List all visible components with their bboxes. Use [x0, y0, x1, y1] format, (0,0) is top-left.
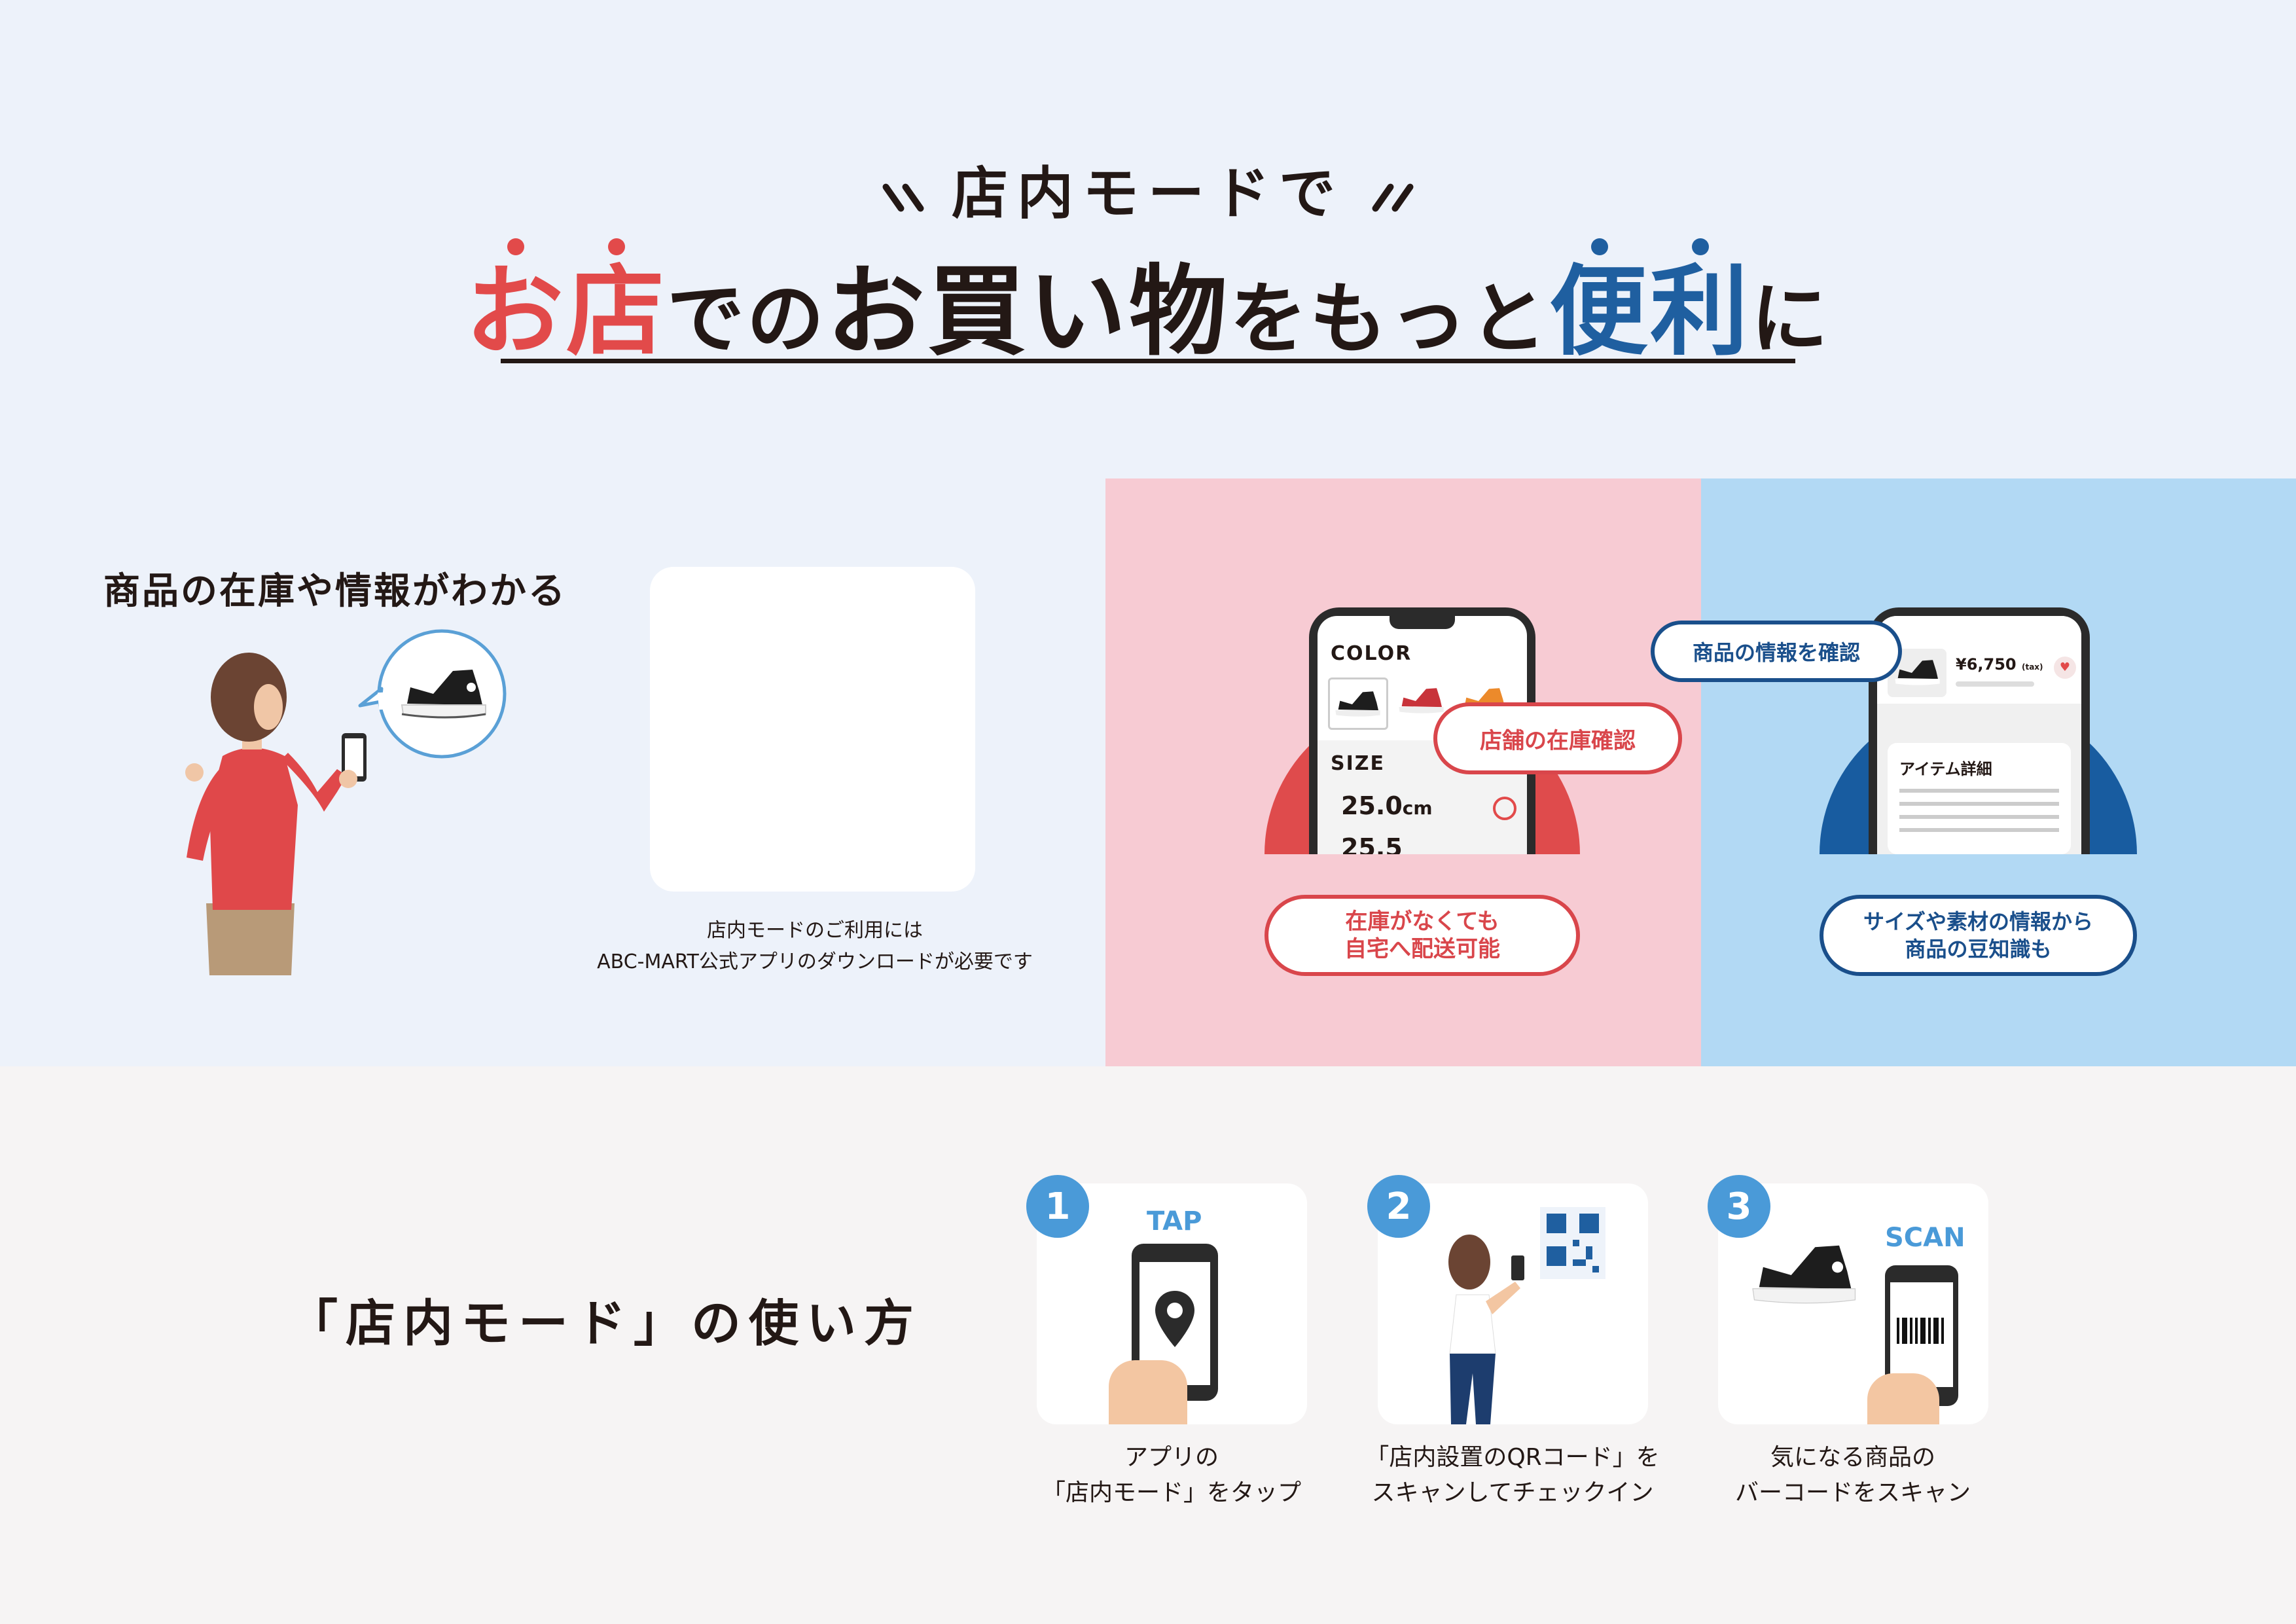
- price-text: ¥6,750 (tax): [1956, 655, 2043, 674]
- note-line: ABC-MART公式アプリのダウンロードが必要です: [597, 950, 1033, 973]
- detail-card: アイテム詳細: [1888, 743, 2071, 854]
- size-value-next: 25.5: [1341, 833, 1403, 854]
- step-text-line: アプリの: [1124, 1444, 1219, 1471]
- title-char-o: お: [465, 238, 566, 369]
- tax-label: (tax): [2021, 662, 2043, 672]
- color-swatch-red[interactable]: [1395, 681, 1447, 723]
- shoe-icon: [1752, 1245, 1856, 1304]
- title-text: お買い物: [826, 255, 1230, 369]
- location-pin-icon: [1155, 1291, 1194, 1347]
- size-unit: cm: [1402, 797, 1433, 819]
- placeholder-line: [1899, 815, 2059, 819]
- decor-slash-icon: [1390, 182, 1415, 213]
- bubble-text: 自宅へ配送可能: [1344, 936, 1500, 962]
- shoe-icon: [1399, 688, 1444, 713]
- size-label: SIZE: [1331, 752, 1386, 775]
- placeholder-line: [1899, 828, 2059, 832]
- bubble-text: 商品の情報を確認: [1692, 640, 1860, 665]
- qr-code-icon: [1540, 1207, 1605, 1279]
- price: ¥6,750: [1956, 655, 2017, 674]
- note-line: 店内モードのご利用には: [707, 919, 923, 942]
- size-row[interactable]: 25.0cm: [1331, 791, 1520, 824]
- step-text-line: スキャンしてチェックイン: [1371, 1479, 1654, 1506]
- title-underline: [501, 359, 1795, 363]
- decor-slash-icon: [901, 182, 925, 213]
- qr-code-placeholder: [650, 567, 975, 892]
- tap-label: TAP: [1147, 1206, 1202, 1236]
- trivia-bubble: サイズや素材の情報から 商品の豆知識も: [1820, 895, 2137, 976]
- bubble-text: 店舗の在庫確認: [1480, 727, 1636, 754]
- hand: [1109, 1360, 1187, 1424]
- title-text: をもっと: [1230, 274, 1550, 364]
- title-char-ri: 利: [1650, 238, 1751, 369]
- phone-stock: COLOR SIZE 25.0cm 25.5: [1309, 607, 1535, 854]
- placeholder-line: [1956, 681, 2034, 687]
- main-title: お店でのお買い物をもっと便利に: [0, 232, 2296, 374]
- sub-title-text: 店内モードで: [952, 161, 1344, 226]
- bubble-text: 在庫がなくても: [1345, 909, 1499, 935]
- shoe-icon: [1895, 660, 1940, 685]
- step-number-1: 1: [1026, 1175, 1089, 1238]
- feature-heading: 商品の在庫や情報がわかる: [103, 570, 567, 613]
- stock-check-bubble: 店舗の在庫確認: [1433, 702, 1682, 774]
- bubble-text: サイズや素材の情報から: [1863, 909, 2094, 934]
- step-number-2: 2: [1367, 1175, 1430, 1238]
- barcode-icon: [1897, 1318, 1944, 1344]
- step-card-1: TAP: [1037, 1183, 1307, 1424]
- detail-label: アイテム詳細: [1899, 760, 1992, 778]
- woman-scanning-illustration: [1430, 1229, 1548, 1424]
- step-text-line: 「店内設置のQRコード」を: [1365, 1444, 1660, 1471]
- phone-screen: ¥6,750 (tax) ♥ アイテム詳細: [1877, 616, 2081, 854]
- heart-icon[interactable]: ♥: [2054, 657, 2076, 679]
- hand: [1867, 1373, 1939, 1424]
- title-text: に: [1751, 274, 1831, 364]
- color-swatch-selected[interactable]: [1328, 677, 1388, 730]
- step-3-text: 気になる商品の バーコードをスキャン: [1689, 1440, 2017, 1511]
- circle-available-icon: [1493, 797, 1516, 820]
- shoe-thought-bubble: [357, 628, 507, 759]
- placeholder-line: [1899, 789, 2059, 793]
- title-text: での: [666, 274, 827, 364]
- step-text-line: バーコードをスキャン: [1734, 1479, 1971, 1506]
- color-label: COLOR: [1331, 642, 1412, 665]
- step-1-text: アプリの 「店内モード」をタップ: [1008, 1440, 1335, 1511]
- placeholder-line: [1899, 802, 2059, 806]
- bubble-text: 商品の豆知識も: [1905, 937, 2052, 962]
- phone-notch: [1390, 616, 1455, 629]
- step-2-text: 「店内設置のQRコード」を スキャンしてチェックイン: [1349, 1440, 1676, 1511]
- shoe-icon: [401, 670, 486, 719]
- title-char-mise: 店: [566, 238, 667, 369]
- scan-label: SCAN: [1885, 1223, 1965, 1253]
- step-text-line: 「店内モード」をタップ: [1041, 1479, 1301, 1506]
- size-value: 25.0: [1341, 791, 1403, 820]
- shoe-icon: [1335, 691, 1380, 717]
- woman-illustration: [177, 641, 373, 982]
- howto-heading: 「店内モード」の使い方: [288, 1294, 922, 1352]
- title-char-ben: 便: [1549, 238, 1650, 369]
- phone-info: ¥6,750 (tax) ♥ アイテム詳細: [1869, 607, 2090, 854]
- step-text-line: 気になる商品の: [1770, 1444, 1935, 1471]
- step-number-3: 3: [1708, 1175, 1770, 1238]
- product-info-bubble: 商品の情報を確認: [1651, 621, 1902, 682]
- download-note: 店内モードのご利用には ABC-MART公式アプリのダウンロードが必要です: [537, 915, 1093, 978]
- delivery-bubble: 在庫がなくても 自宅へ配送可能: [1265, 895, 1580, 976]
- sub-title: 店内モードで: [0, 147, 2296, 229]
